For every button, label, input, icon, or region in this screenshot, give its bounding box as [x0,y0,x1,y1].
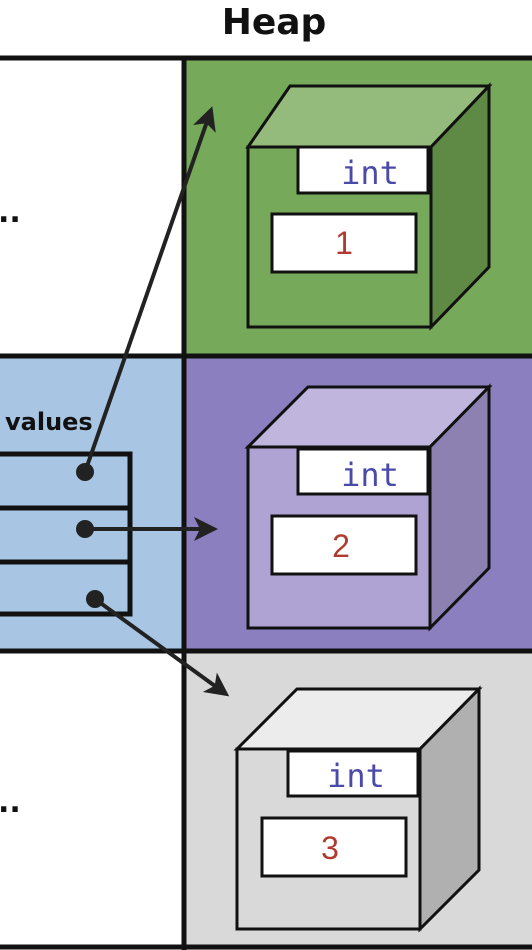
heap-object-3: int 3 [233,685,483,933]
cube-2-value-box [270,514,418,576]
cube-3-value: 3 [321,830,339,866]
heap-title: Heap [222,2,327,43]
heap-object-1: int 1 [245,82,493,331]
cube-1-type-tag [296,145,430,195]
reference-arrow-3 [93,597,230,697]
values-array-outline [0,451,133,617]
stack-frame-upper [0,58,184,356]
ellipsis-lower: .. [0,785,21,820]
variable-label: values [5,408,93,436]
cube-1-value: 1 [335,225,353,261]
cube-2-type-tag [296,447,430,496]
cube-1-value-box [270,212,418,274]
heap-object-2: int 2 [244,383,493,632]
cube-3-value-box [260,816,408,878]
stack-frame-lower [0,651,184,950]
cube-3-type-tag [286,749,420,798]
cube-2-value: 2 [332,528,350,564]
cube-3-type: int [327,757,385,795]
cube-1-type: int [341,154,399,192]
reference-arrow-1 [83,106,216,473]
ellipsis-upper: .. [0,195,21,230]
cube-2-type: int [341,456,399,494]
